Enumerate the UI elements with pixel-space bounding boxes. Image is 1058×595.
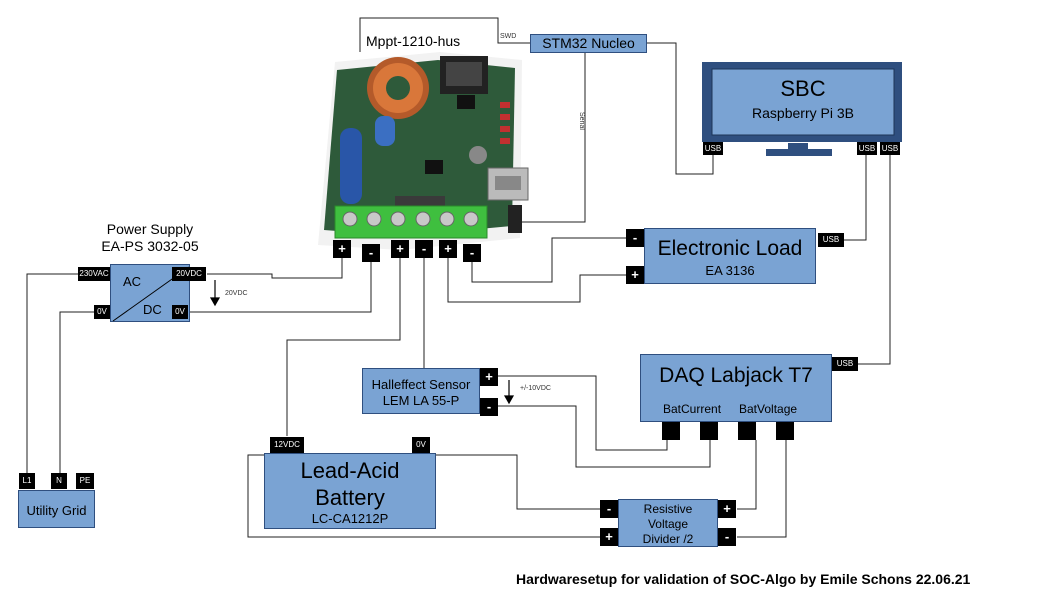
sbc-title: SBC bbox=[780, 76, 826, 101]
stm32-box: STM32 Nucleo bbox=[530, 34, 647, 53]
mppt-pin-5: + bbox=[439, 240, 457, 258]
daq-pin-4 bbox=[776, 422, 794, 440]
grid-pin-n: N bbox=[51, 473, 67, 489]
hall-pin-minus: - bbox=[480, 398, 498, 416]
mppt-pin-4: - bbox=[415, 240, 433, 258]
mppt-pin-3: + bbox=[391, 240, 409, 258]
daq-usb: USB bbox=[832, 357, 858, 371]
mppt-pin-6: - bbox=[463, 244, 481, 262]
divider-pin-plus-right: + bbox=[718, 500, 736, 518]
psu-pin-0v-out: 0V bbox=[172, 305, 188, 319]
psu-title-1: Power Supply bbox=[106, 221, 194, 237]
footer-caption: Hardwaresetup for validation of SOC-Algo… bbox=[516, 571, 971, 587]
sbc-subtitle: Raspberry Pi 3B bbox=[752, 105, 854, 121]
mppt-pin-2: - bbox=[362, 244, 380, 262]
eload-subtitle: EA 3136 bbox=[705, 263, 755, 278]
daq-pin-1 bbox=[662, 422, 680, 440]
daq-batvoltage: BatVoltage bbox=[739, 402, 798, 416]
eload-pin-plus: + bbox=[626, 266, 644, 284]
mppt-board-image bbox=[318, 52, 529, 250]
mppt-pin-1: + bbox=[333, 240, 351, 258]
sbc-usb-2: USB bbox=[857, 142, 877, 155]
divider-line1: Resistive bbox=[643, 502, 693, 516]
electronic-load-box: Electronic Load EA 3136 bbox=[644, 228, 816, 284]
eload-pin-minus: - bbox=[626, 229, 644, 247]
mppt-title: Mppt-1210-hus bbox=[366, 33, 461, 49]
psu-pin-20vdc: 20VDC bbox=[172, 267, 206, 281]
utility-grid-label: Utility Grid bbox=[26, 503, 87, 518]
hall-line1: Halleffect Sensor bbox=[371, 377, 471, 392]
hall-range-label: +/-10VDC bbox=[520, 385, 551, 392]
psu-dc: DC bbox=[143, 302, 162, 317]
divider-pin-minus-right: - bbox=[718, 528, 736, 546]
psu-title-2: EA-PS 3032-05 bbox=[101, 238, 199, 254]
divider-pin-minus: - bbox=[600, 500, 618, 518]
divider-line2: Voltage bbox=[647, 517, 689, 531]
daq-batcurrent: BatCurrent bbox=[663, 402, 722, 416]
monitor-frame bbox=[702, 62, 902, 156]
eload-title: Electronic Load bbox=[657, 237, 803, 260]
psu-pin-230vac: 230VAC bbox=[78, 267, 110, 281]
serial-label: Serial bbox=[578, 112, 585, 130]
battery-line2: Battery bbox=[315, 485, 385, 510]
battery-pin-12vdc: 12VDC bbox=[270, 437, 304, 453]
daq-title: DAQ Labjack T7 bbox=[659, 364, 813, 387]
utility-grid-box: Utility Grid bbox=[18, 490, 95, 528]
stm32-label: STM32 Nucleo bbox=[542, 35, 635, 51]
psu-arrow-label: 20VDC bbox=[225, 290, 248, 297]
hall-sensor-box: Halleffect Sensor LEM LA 55-P bbox=[362, 368, 480, 414]
daq-pin-3 bbox=[738, 422, 756, 440]
psu-pin-0v-in: 0V bbox=[94, 305, 110, 319]
divider-pin-plus: + bbox=[600, 528, 618, 546]
divider-line3: Divider /2 bbox=[642, 532, 694, 546]
grid-pin-pe: PE bbox=[76, 473, 94, 489]
divider-box: Resistive Voltage Divider /2 bbox=[618, 499, 718, 547]
hall-pin-plus: + bbox=[480, 368, 498, 386]
battery-pin-0v: 0V bbox=[412, 437, 430, 453]
battery-line1: Lead-Acid bbox=[300, 458, 400, 483]
sbc-usb-3: USB bbox=[880, 142, 900, 155]
hall-line2: LEM LA 55-P bbox=[382, 393, 460, 408]
grid-pin-l1: L1 bbox=[19, 473, 35, 489]
swd-label: SWD bbox=[500, 33, 517, 40]
eload-usb: USB bbox=[818, 233, 844, 247]
battery-box: Lead-Acid Battery LC-CA1212P bbox=[264, 453, 436, 529]
sbc-usb-1: USB bbox=[703, 142, 723, 155]
daq-box: DAQ Labjack T7 BatCurrent BatVoltage bbox=[640, 354, 832, 422]
psu-ac: AC bbox=[123, 274, 142, 289]
daq-pin-2 bbox=[700, 422, 718, 440]
battery-line3: LC-CA1212P bbox=[311, 511, 389, 526]
